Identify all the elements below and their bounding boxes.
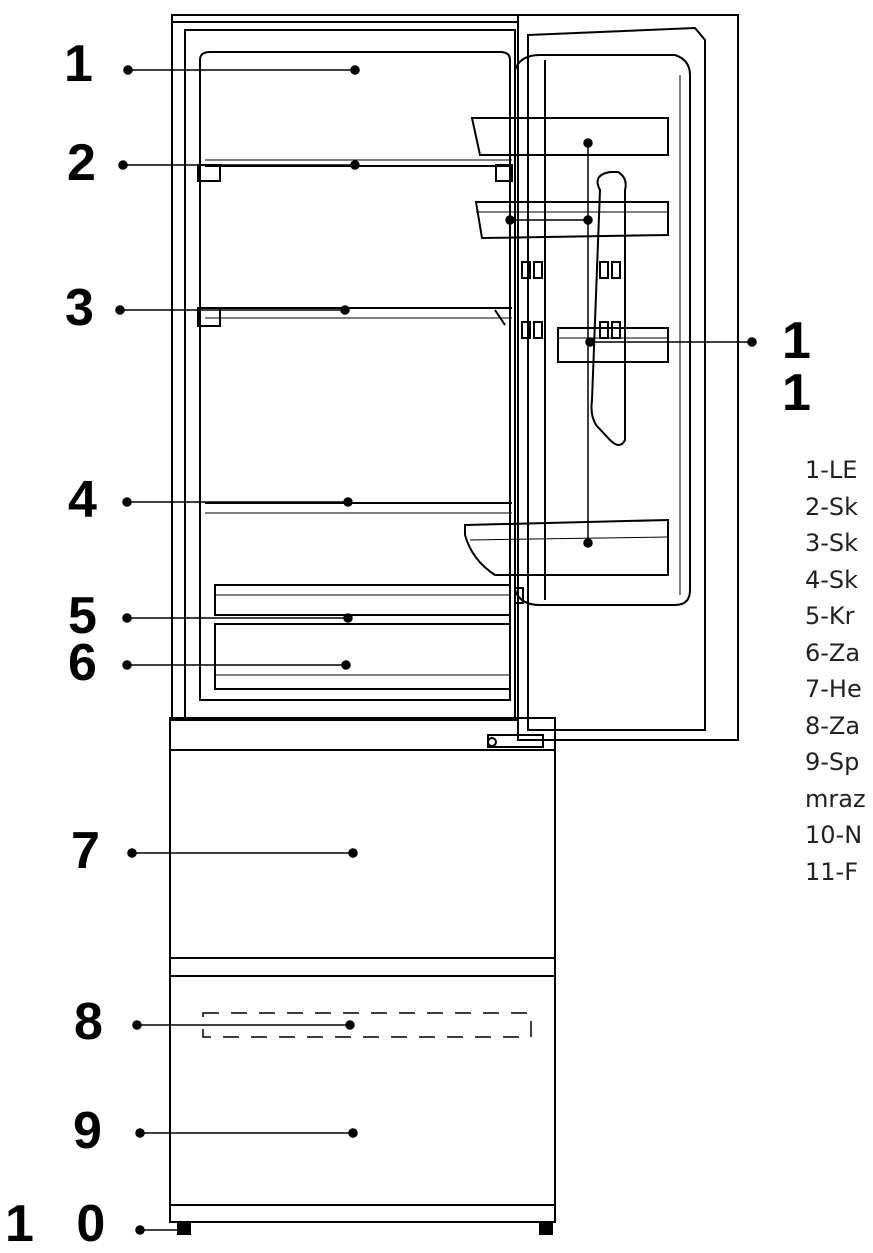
legend-item-10: 10-N <box>805 821 863 849</box>
door-bottle-rail <box>590 171 627 446</box>
legend-item-5: 5-Kr <box>805 602 855 630</box>
legend-item-6: 6-Za <box>805 638 861 667</box>
legend-item-3: 3-Sk <box>805 529 859 557</box>
parts-legend: 1-LE 2-Sk 3-Sk 4-Sk 5-Kr 6-Za 7-He 8-Za … <box>805 452 873 890</box>
crisper-cover <box>214 584 511 616</box>
callout-2: 2 <box>67 134 96 192</box>
callout-10: 1 0 <box>5 1195 120 1253</box>
shelf-3-left-clip <box>197 307 221 327</box>
callout-8: 8 <box>74 993 103 1051</box>
callout-9: 9 <box>73 1102 102 1160</box>
legend-item-8: 8-Za <box>805 711 861 740</box>
legend-item-1: 1-LE <box>805 456 858 484</box>
legend-item-9: 9-Sp <box>805 748 860 776</box>
callout-11: 1 1 <box>782 312 825 422</box>
callout-5: 5 <box>68 587 97 645</box>
fridge-door-outer <box>517 14 739 741</box>
door-inner-frame <box>514 54 691 606</box>
legend-item-2: 2-Sk <box>805 492 859 521</box>
callout-3: 3 <box>65 279 94 337</box>
vegetable-drawer <box>214 623 511 690</box>
foot-left <box>177 1221 191 1235</box>
door-bin-4 <box>464 518 669 576</box>
callout-1: 1 <box>64 35 93 93</box>
callout-7: 7 <box>71 822 100 880</box>
legend-item-9-cont: mraz <box>805 784 866 813</box>
shelf-2-right-clip <box>495 164 513 182</box>
callout-4: 4 <box>68 471 97 529</box>
freezer-body <box>169 717 556 1223</box>
door-bin-1 <box>470 117 669 156</box>
foot-right <box>539 1221 553 1235</box>
shelf-2-left-clip <box>197 164 221 182</box>
door-bin-3 <box>557 327 669 363</box>
legend-item-4: 4-Sk <box>805 565 859 594</box>
freezer-compartment-dashed <box>202 1012 532 1038</box>
door-bin-2 <box>474 201 669 240</box>
callout-6: 6 <box>68 634 97 692</box>
legend-item-11: 11-F <box>805 857 859 886</box>
fridge-inner-wall <box>184 29 516 721</box>
legend-item-7: 7-He <box>805 675 862 703</box>
fridge-inner-liner <box>199 51 511 701</box>
